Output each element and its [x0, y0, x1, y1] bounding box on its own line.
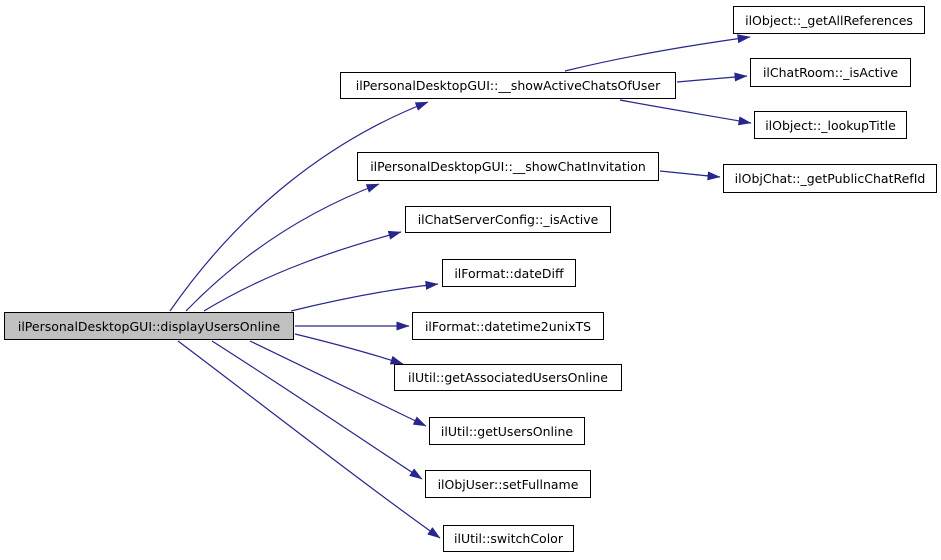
edge-displayUsersOnline-showChatInvitation: [185, 183, 380, 312]
node-switchColor[interactable]: ilUtil::switchColor: [443, 525, 574, 552]
edge-displayUsersOnline-dateDiff: [290, 280, 439, 312]
edge-showActiveChatsOfUser-getAllReferences: [564, 34, 751, 72]
node-datetime2unixTS[interactable]: ilFormat::datetime2unixTS: [412, 312, 604, 340]
edge-showActiveChatsOfUser-chatRoomIsActive: [676, 72, 748, 83]
node-chatServerConfigIsActive[interactable]: ilChatServerConfig::_isActive: [405, 206, 611, 233]
node-getAllReferences[interactable]: ilObject::_getAllReferences: [733, 6, 925, 34]
edge-displayUsersOnline-showActiveChatsOfUser: [169, 101, 429, 312]
node-getPublicChatRefId[interactable]: ilObjChat::_getPublicChatRefId: [723, 164, 937, 193]
edge-showChatInvitation-getPublicChatRefId: [659, 170, 721, 181]
node-lookupTitle[interactable]: ilObject::_lookupTitle: [754, 111, 907, 139]
node-showChatInvitation[interactable]: ilPersonalDesktopGUI::__showChatInvitati…: [357, 152, 659, 181]
edge-showActiveChatsOfUser-lookupTitle: [619, 99, 752, 126]
node-displayUsersOnline: ilPersonalDesktopGUI::displayUsersOnline: [4, 312, 294, 340]
node-dateDiff[interactable]: ilFormat::dateDiff: [442, 259, 576, 287]
node-getUsersOnline[interactable]: ilUtil::getUsersOnline: [429, 417, 585, 445]
node-chatRoomIsActive[interactable]: ilChatRoom::_isActive: [750, 58, 911, 87]
node-getAssociatedUsersOnline[interactable]: ilUtil::getAssociatedUsersOnline: [394, 364, 622, 391]
edge-displayUsersOnline-chatServerConfigIsActive: [203, 230, 402, 312]
node-showActiveChatsOfUser[interactable]: ilPersonalDesktopGUI::__showActiveChatsO…: [340, 72, 676, 99]
edge-displayUsersOnline-getAssociatedUsersOnline: [294, 333, 404, 365]
node-setFullname[interactable]: ilObjUser::setFullname: [425, 470, 591, 498]
edge-displayUsersOnline-setFullname: [211, 340, 423, 480]
